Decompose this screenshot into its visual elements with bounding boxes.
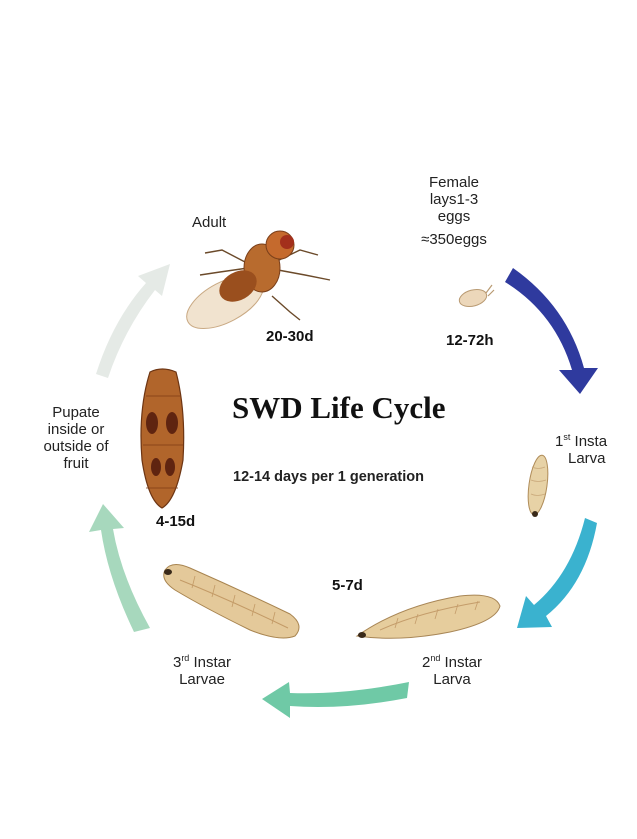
egg-label-line: eggs bbox=[400, 208, 508, 225]
second-instar-larva-illustration bbox=[357, 595, 500, 638]
third-instar-ordinal-suffix: rd bbox=[181, 653, 189, 663]
arrow-first-to-second-instar bbox=[517, 518, 597, 628]
egg-label-line: lays1-3 bbox=[400, 191, 508, 208]
egg-illustration bbox=[457, 285, 494, 309]
egg-label-line: Female bbox=[400, 174, 508, 191]
adult-fly-illustration bbox=[179, 231, 330, 339]
adult-duration: 20-30d bbox=[266, 328, 314, 345]
pupa-illustration bbox=[141, 369, 184, 508]
third-instar-word: Instar bbox=[194, 654, 232, 671]
first-instar-ordinal-suffix: st bbox=[563, 432, 570, 442]
egg-label: Female lays1-3 eggs ≈350eggs bbox=[400, 174, 508, 248]
second-instar-label: 2nd Instar Larva bbox=[410, 654, 494, 688]
diagram-title: SWD Life Cycle bbox=[232, 390, 502, 426]
first-instar-larva-illustration bbox=[525, 454, 551, 517]
first-instar-line2: Larva bbox=[555, 450, 607, 467]
third-instar-label: 3rd Instar Larvae bbox=[158, 654, 246, 688]
first-instar-label: 1st Insta Larva bbox=[555, 433, 607, 467]
arrow-second-to-third-instar bbox=[262, 682, 409, 718]
pupa-label-line: Pupate bbox=[30, 404, 122, 421]
pupa-label-line: fruit bbox=[30, 455, 122, 472]
second-instar-word: Instar bbox=[445, 654, 483, 671]
pupa-duration: 4-15d bbox=[156, 513, 195, 530]
arrow-egg-to-first-instar bbox=[505, 268, 598, 394]
second-instar-duration: 5-7d bbox=[332, 577, 363, 594]
third-instar-larva-illustration bbox=[164, 564, 299, 638]
first-instar-word: Insta bbox=[575, 433, 608, 450]
second-instar-ordinal-suffix: nd bbox=[430, 653, 440, 663]
second-instar-line2: Larva bbox=[410, 671, 494, 688]
pupa-label-line: inside or bbox=[30, 421, 122, 438]
diagram-subtitle: 12-14 days per 1 generation bbox=[233, 469, 424, 485]
egg-duration: 12-72h bbox=[446, 332, 494, 349]
egg-label-line: ≈350eggs bbox=[400, 231, 508, 248]
pupa-label: Pupate inside or outside of fruit bbox=[30, 404, 122, 472]
arrow-pupa-to-adult bbox=[96, 264, 170, 378]
arrow-third-instar-to-pupa bbox=[89, 504, 150, 632]
pupa-label-line: outside of bbox=[30, 438, 122, 455]
adult-label: Adult bbox=[192, 214, 226, 231]
third-instar-line2: Larvae bbox=[158, 671, 246, 688]
